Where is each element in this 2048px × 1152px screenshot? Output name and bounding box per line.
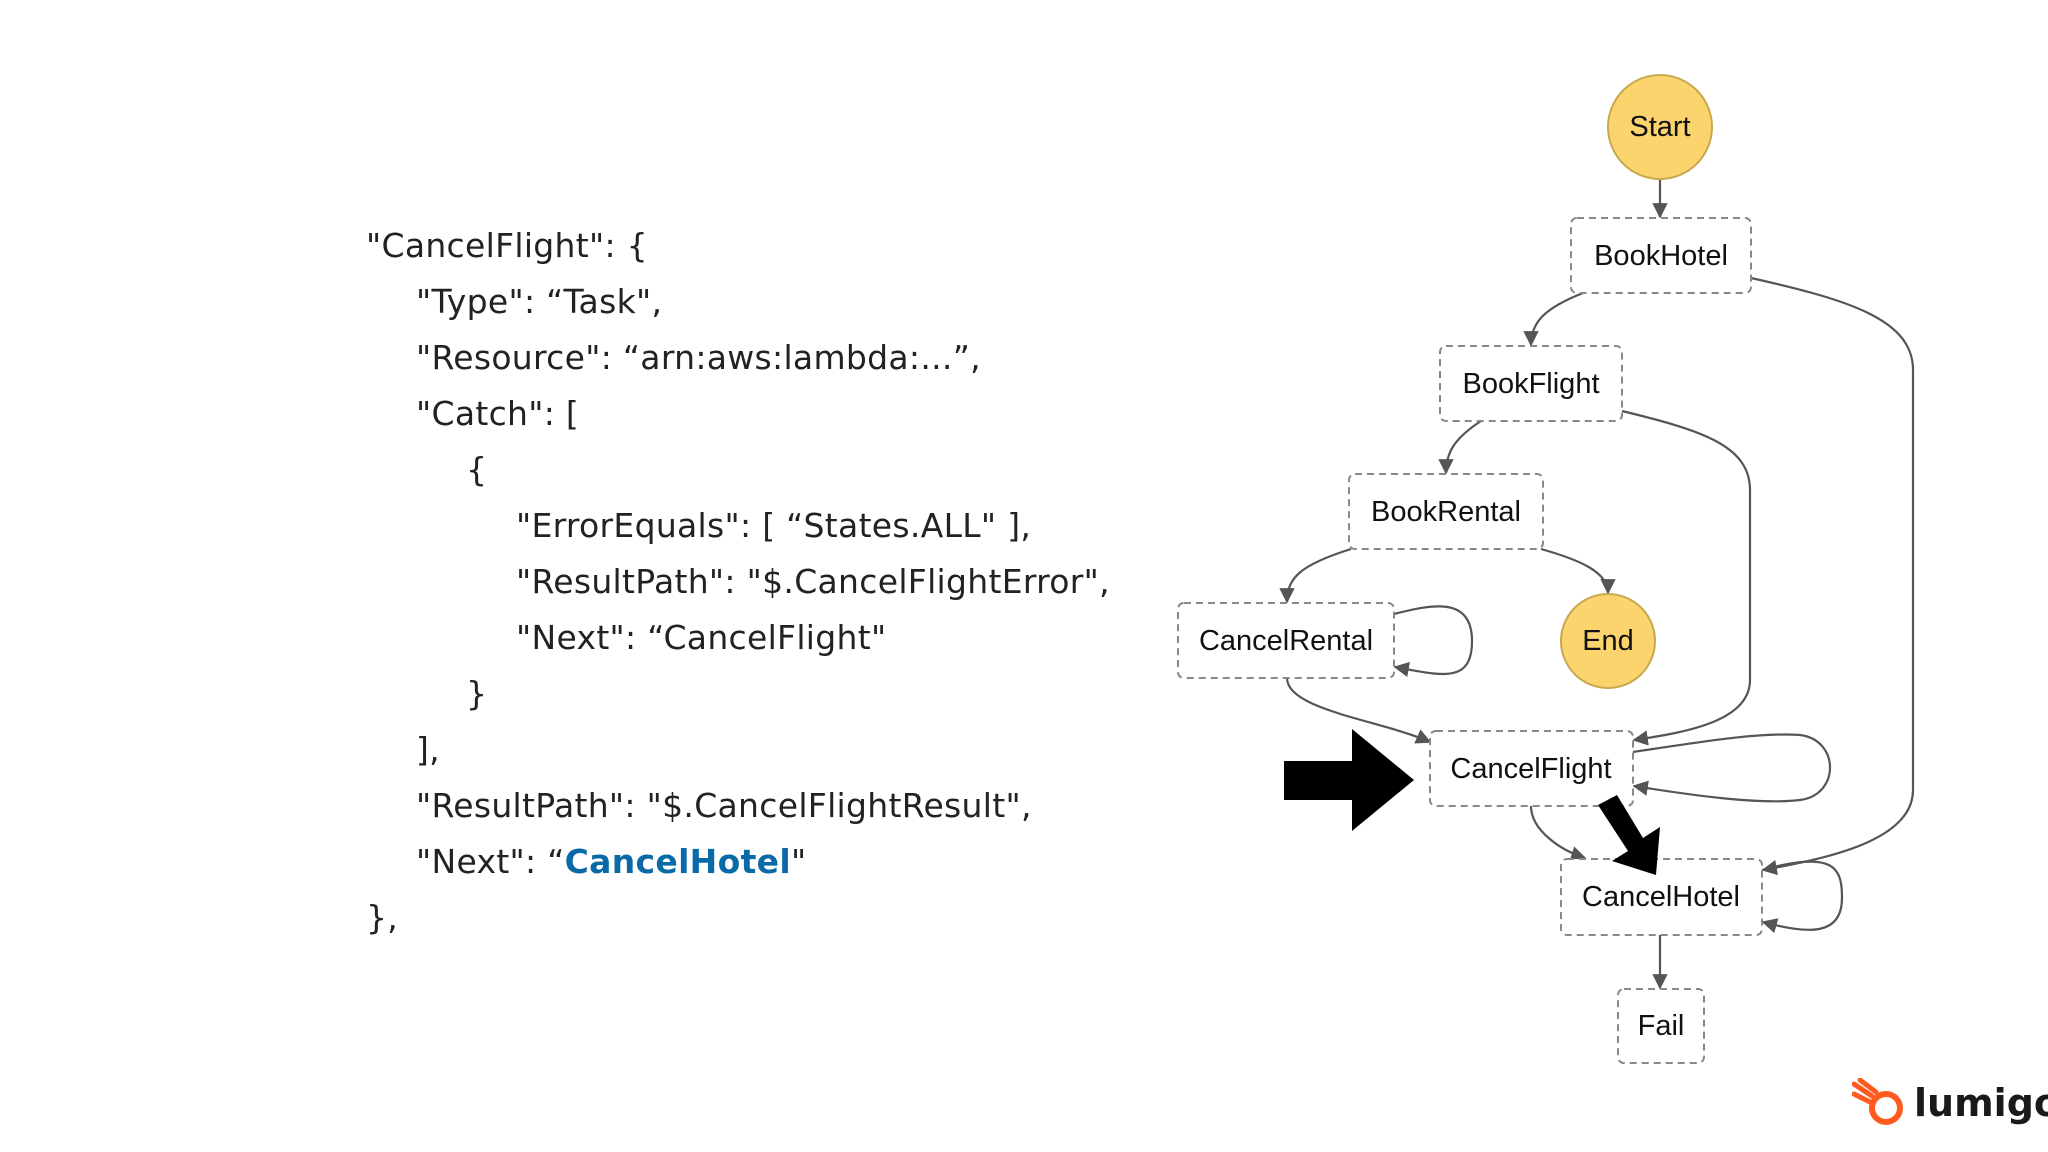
node-cancelhotel[interactable] [1560, 858, 1763, 936]
node-label: Fail [1638, 1010, 1685, 1042]
next-state-highlight: CancelHotel [564, 842, 791, 881]
code-line: "Resource": “arn:aws:lambda:...”, [416, 338, 981, 377]
code-line: } [466, 674, 488, 713]
code-line: "Next": “CancelHotel" [416, 834, 806, 890]
node-bookhotel[interactable] [1570, 217, 1752, 294]
code-line: "ErrorEquals": [ “States.ALL" ], [516, 506, 1032, 545]
edge-cancelflight-self [1632, 733, 1832, 803]
node-label: CancelHotel [1582, 881, 1740, 913]
edge-bookflight-bookrental [1438, 420, 1482, 475]
code-line: ], [416, 730, 440, 769]
node-cancelrental[interactable] [1177, 602, 1395, 679]
node-label: BookRental [1371, 496, 1521, 528]
edge-bookhotel-cancelhotel [1750, 276, 1915, 876]
edge-cancelhotel-self [1761, 860, 1844, 934]
edge-cancelrental-self [1393, 605, 1474, 678]
code-line: "CancelFlight": { [366, 226, 648, 265]
pointer-arrow-diagonal-icon [1598, 795, 1660, 875]
edge-bookflight-cancelflight [1621, 409, 1752, 746]
node-label: CancelFlight [1450, 753, 1611, 785]
node-bookflight[interactable] [1439, 345, 1623, 422]
node-bookrental[interactable] [1348, 473, 1544, 550]
code-line: "Type": “Task", [416, 282, 663, 321]
code-text: " [790, 842, 807, 881]
edge-bookhotel-bookflight [1523, 291, 1584, 347]
lumigo-logo-icon [1852, 1078, 1903, 1125]
code-line: }, [366, 898, 399, 937]
lumigo-logo-text: lumigo [1914, 1081, 2048, 1125]
lumigo-logo: lumigo [1852, 1078, 2048, 1128]
node-label: Start [1629, 111, 1690, 143]
code-line: "Next": “CancelFlight" [516, 618, 887, 657]
edge-bookrental-cancelrental [1279, 547, 1352, 604]
code-text: "Next": “ [416, 842, 565, 881]
code-line: "ResultPath": "$.CancelFlightResult", [416, 786, 1032, 825]
node-label: BookFlight [1462, 368, 1599, 400]
edge-cancelrental-cancelflight [1285, 677, 1432, 744]
code-line: { [466, 450, 488, 489]
node-label: End [1582, 625, 1634, 657]
node-label: BookHotel [1594, 240, 1728, 272]
code-line: "Catch": [ [416, 394, 580, 433]
node-cancelflight[interactable] [1429, 730, 1634, 807]
edge-bookrental-end [1540, 547, 1616, 595]
node-label: CancelRental [1199, 625, 1373, 657]
pointer-arrow-right-icon [1284, 729, 1414, 831]
node-fail[interactable] [1617, 988, 1705, 1064]
node-start[interactable] [1607, 74, 1713, 180]
code-line: "ResultPath": "$.CancelFlightError", [516, 562, 1110, 601]
edge-cancelflight-cancelhotel [1529, 805, 1587, 862]
node-end[interactable] [1560, 593, 1656, 689]
